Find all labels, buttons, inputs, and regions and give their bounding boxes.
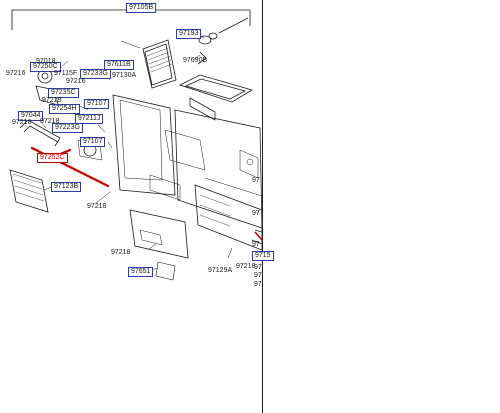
label-9715: 9715	[252, 251, 274, 261]
label-97218-a: 97218	[12, 119, 32, 126]
label-97216: 97216	[6, 70, 26, 77]
header-bracket	[11, 9, 251, 30]
label-97611B: 97611B	[104, 60, 134, 70]
frame-right-border	[262, 0, 263, 413]
label-97218-e: 97218	[236, 263, 256, 270]
label-97219: 97219	[42, 97, 62, 104]
heater-core-part	[9, 169, 49, 213]
main-hvac-case	[112, 94, 263, 251]
label-97252C: 97252C	[37, 153, 68, 163]
label-97-right-2: 97	[252, 210, 260, 217]
label-97218-d: 97218	[111, 249, 131, 256]
label-97-right-3: 97	[252, 241, 260, 248]
pipe-part	[19, 119, 61, 147]
label-97130A: 97130A	[112, 72, 137, 79]
label-97123B: 97123B	[51, 182, 82, 192]
label-97-right-1: 97	[252, 177, 260, 184]
label-97690B: 97690B	[183, 57, 208, 64]
label-97250C: 97250C	[30, 62, 61, 72]
actuator-part	[197, 17, 249, 65]
highlight-arrows-right	[254, 231, 263, 241]
label-97218-b: 97218	[40, 118, 60, 125]
label-97235C: 97235C	[48, 88, 79, 98]
label-97254H: 97254H	[49, 104, 80, 114]
duct-frame-part	[178, 74, 253, 121]
label-97211J: 97211J	[75, 114, 104, 124]
label-97193: 97193	[176, 29, 202, 39]
lower-tray-part	[129, 209, 189, 259]
label-97-right-5: 97	[254, 272, 262, 279]
label-97107-lower: 97107	[80, 137, 106, 147]
label-97223G: 97223G	[52, 123, 83, 133]
label-97233G: 97233G	[80, 69, 111, 79]
label-97218-c: 97218	[87, 203, 107, 210]
label-97107: 97107	[84, 99, 110, 109]
label-97129A: 97129A	[208, 267, 233, 274]
label-97115F: 97115F	[54, 70, 78, 77]
label-97044: 97044	[18, 111, 44, 121]
red-arrow-head	[98, 180, 110, 188]
label-97018: 97018	[36, 58, 56, 65]
label-97-right-6: 97	[254, 281, 262, 288]
label-97651: 97651	[128, 267, 154, 277]
label-97105B: 97105B	[126, 3, 157, 13]
cabin-filter-part	[142, 39, 177, 89]
label-97-right-4: 97	[254, 264, 262, 271]
label-97216-b: 97216	[66, 78, 86, 85]
bracket-part	[155, 261, 176, 281]
